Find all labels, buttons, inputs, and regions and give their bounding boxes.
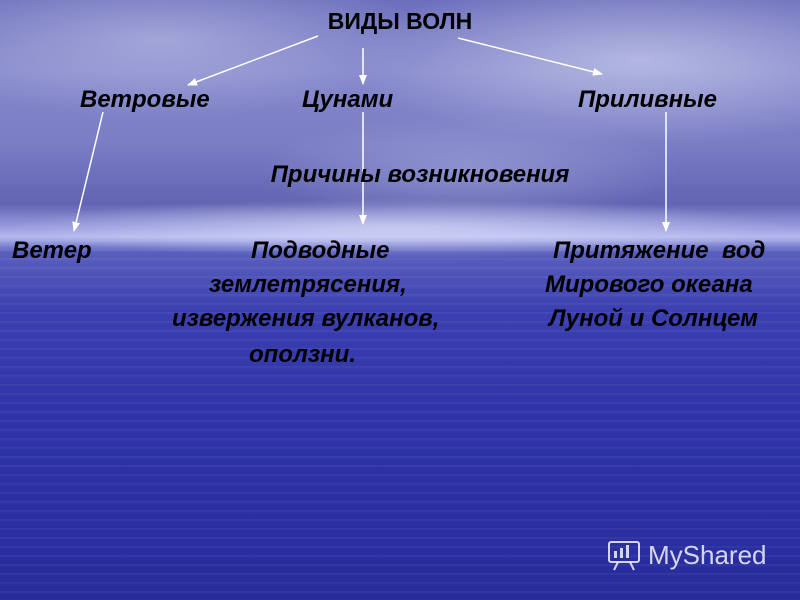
presentation-board-icon: [608, 541, 640, 571]
arrow-title-to-tidal: [457, 37, 603, 76]
watermark: MyShared: [606, 535, 767, 575]
wave-type-tsunami: Цунами: [302, 86, 394, 113]
cause-tidal-line: Мирового океана: [545, 271, 753, 298]
wave-type-tidal: Приливные: [578, 86, 718, 113]
cause-tsunami: Подводные землетрясения, извержения вулк…: [0, 234, 600, 372]
cause-tsunami-line: извержения вулканов,: [172, 305, 440, 332]
arrow-title-to-wind: [187, 35, 319, 86]
cause-wind: Ветер: [12, 237, 92, 264]
cause-tsunami-line: оползни.: [249, 341, 356, 368]
slide-title: ВИДЫ ВОЛН: [327, 8, 473, 34]
cause-tidal: Притяжение вод Мирового океана Луной и С…: [0, 234, 800, 336]
causes-heading: Причины возникновения: [270, 161, 570, 188]
watermark-text: MyShared: [648, 539, 767, 570]
cause-tidal-line: Притяжение вод: [553, 237, 766, 264]
cause-tsunami-line: Подводные: [251, 237, 390, 264]
wave-type-wind: Ветровые: [80, 86, 210, 113]
arrow-wind-to-cause: [72, 111, 104, 232]
cause-tsunami-line: землетрясения,: [209, 271, 407, 298]
cause-tidal-line: Луной и Солнцем: [549, 305, 759, 332]
